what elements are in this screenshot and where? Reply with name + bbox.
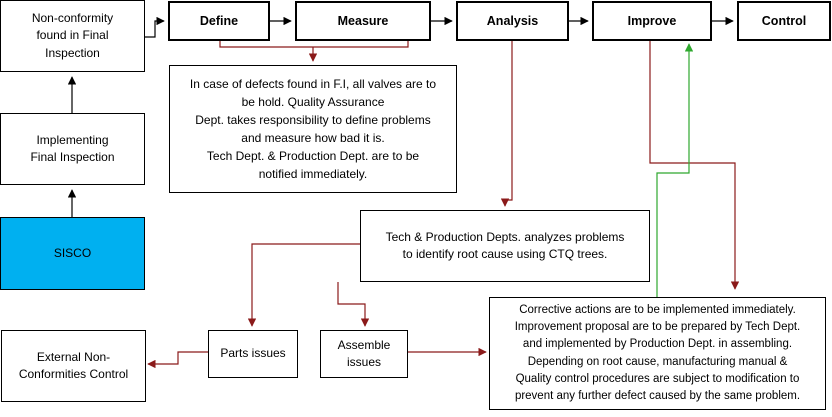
arrow-note-to-assemble <box>337 282 370 327</box>
arrow-analysis-to-note <box>500 41 513 207</box>
arrow-nonconformity-to-define <box>145 16 165 38</box>
assemble-issues-box: Assemble issues <box>320 330 408 378</box>
measure-label: Measure <box>337 13 389 28</box>
analysis-label: Analysis <box>486 13 539 28</box>
measure-box: Measure <box>295 1 431 41</box>
define-box: Define <box>168 1 270 41</box>
parts-issues-label: Parts issues <box>220 346 286 361</box>
corrective-actions-note: Corrective actions are to be implemented… <box>489 297 826 410</box>
control-box: Control <box>737 1 831 41</box>
arrow-corrective-to-improve <box>656 43 694 297</box>
assemble-issues-label: Assemble issues <box>337 337 391 369</box>
connector-define-measure-to-note <box>219 41 409 48</box>
nonconformity-box: Non-conformity found in Final Inspection <box>0 0 145 72</box>
improve-label: Improve <box>627 13 677 28</box>
sisco-box: SISCO <box>0 217 145 290</box>
implementing-box: Implementing Final Inspection <box>0 113 145 185</box>
arrow-parts-to-external <box>147 351 208 369</box>
external-control-box: External Non- Conformities Control <box>1 330 146 402</box>
analysis-note: Tech & Production Depts. analyzes proble… <box>360 210 650 282</box>
corrective-actions-text: Corrective actions are to be implemented… <box>514 303 801 402</box>
external-control-label: External Non- Conformities Control <box>18 349 129 381</box>
arrow-note-to-parts <box>247 243 360 327</box>
nonconformity-label: Non-conformity found in Final Inspection <box>31 10 114 60</box>
improve-box: Improve <box>592 1 712 41</box>
implementing-label: Implementing Final Inspection <box>30 132 115 164</box>
control-label: Control <box>761 13 807 28</box>
analysis-note-text: Tech & Production Depts. analyzes proble… <box>385 229 625 261</box>
measure-note: In case of defects found in F.I, all val… <box>169 65 457 193</box>
measure-note-text: In case of defects found in F.I, all val… <box>189 77 437 181</box>
arrow-improve-to-corrective <box>649 41 740 290</box>
sisco-label: SISCO <box>53 245 92 260</box>
parts-issues-box: Parts issues <box>208 330 298 378</box>
analysis-box: Analysis <box>456 1 569 41</box>
define-label: Define <box>199 13 239 28</box>
